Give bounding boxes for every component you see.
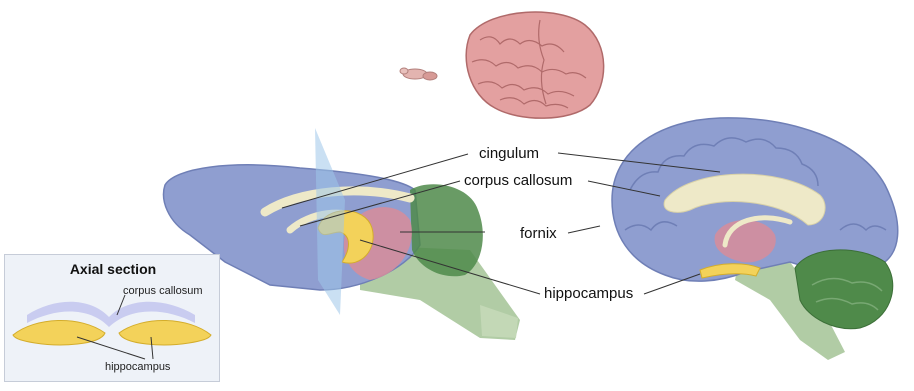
label-fornix: fornix [520,225,557,242]
small-mouse-brain [400,68,437,80]
human-brain-sagittal [612,118,898,360]
inset-label-corpus-callosum: corpus callosum [123,285,202,297]
small-human-brain [466,12,603,118]
label-hippocampus: hippocampus [544,285,633,302]
axial-section-inset: Axial section corpus callosum hippocampu… [4,254,220,382]
label-cingulum: cingulum [479,145,539,162]
inset-label-hippocampus: hippocampus [105,361,170,373]
label-corpus-callosum: corpus callosum [464,172,572,189]
